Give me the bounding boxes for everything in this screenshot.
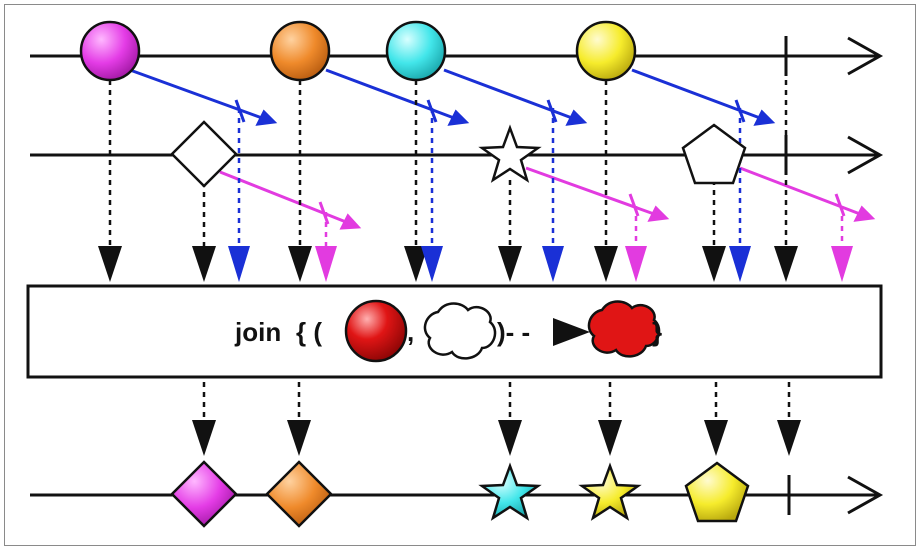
operator-close-brace: }: [652, 317, 662, 347]
marble-star-cyan: [478, 462, 542, 521]
drop-lines-blue: [237, 108, 742, 248]
duration-arrow: [219, 170, 362, 230]
output-drop-arrowheads: [192, 420, 801, 456]
output-stream-items: [170, 460, 750, 528]
right-stream-items: [170, 120, 747, 188]
drop-arrowheads-black: [98, 246, 798, 282]
drop-lines-black: [108, 80, 788, 248]
operator-box: join { ( , )- - }: [26, 284, 883, 379]
marble-diamond-white: [170, 120, 238, 188]
duration-arrow: [443, 68, 588, 126]
duration-arrow: [739, 166, 876, 222]
red-cloud-icon: [587, 300, 661, 358]
marble-circle-yellow: [575, 20, 637, 82]
left-stream-timeline: [30, 36, 884, 76]
marble-star-white: [478, 124, 542, 183]
marble-pentagon-white: [681, 123, 747, 185]
right-stream-timeline: [30, 135, 884, 175]
marble-diamond-orange: [265, 460, 333, 528]
marble-circle-magenta: [79, 20, 141, 82]
marble-diamond-magenta: [170, 460, 238, 528]
diagram-frame: [4, 4, 916, 546]
arrow-right-icon: [553, 318, 590, 346]
drop-arrowheads-blue: [228, 246, 751, 282]
marble-circle-orange: [269, 20, 331, 82]
duration-arrow: [631, 68, 776, 126]
left-stream-items: [79, 20, 637, 82]
duration-arrow: [525, 166, 670, 222]
circle-icon: [344, 299, 408, 363]
output-drop-lines: [202, 382, 791, 422]
duration-arrow: [325, 68, 470, 126]
right-duration-arrows: [219, 166, 876, 230]
output-stream-timeline: [30, 475, 884, 515]
operator-name: join: [234, 317, 281, 347]
drop-arrowheads-magenta: [315, 246, 853, 282]
operator-open: { (: [296, 317, 322, 347]
duration-arrow: [129, 68, 278, 126]
marble-pentagon-yellow: [684, 461, 750, 523]
left-duration-arrows: [129, 68, 776, 126]
operator-comma: ,: [407, 317, 414, 347]
marble-star-yellow: [578, 462, 642, 521]
marble-circle-cyan: [385, 20, 447, 82]
operator-close-paren: )- -: [497, 317, 530, 347]
drop-lines-magenta: [324, 206, 844, 248]
cloud-icon: [423, 302, 497, 360]
